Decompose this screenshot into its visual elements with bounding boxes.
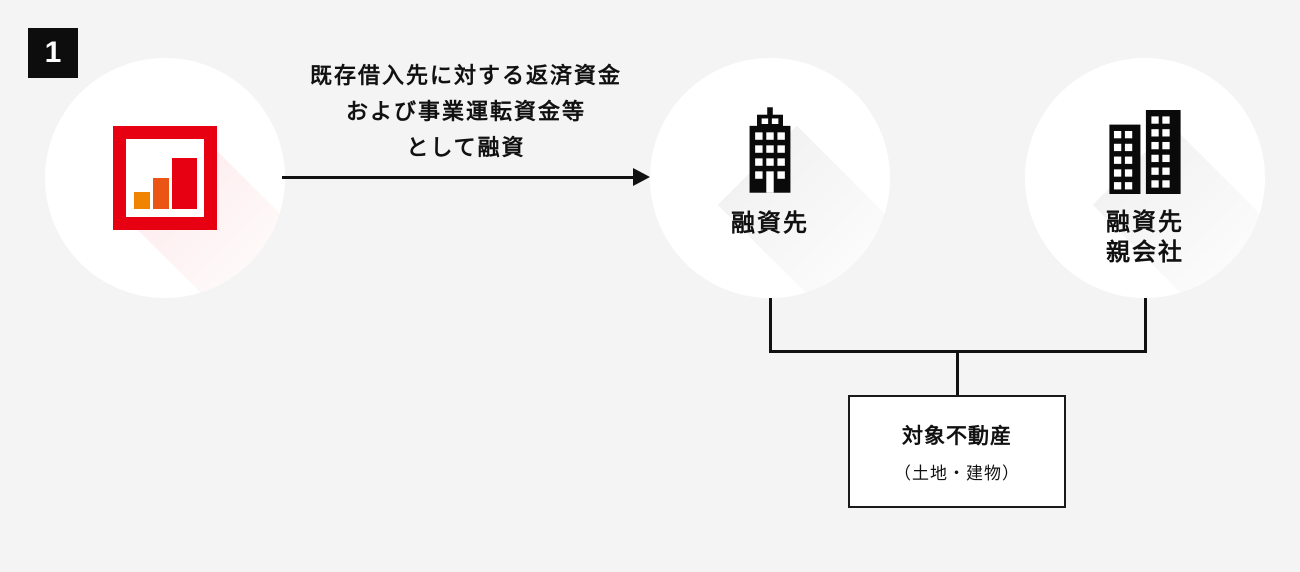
parent-company-node: 融資先 親会社 (1025, 58, 1265, 298)
loan-caption-line-3: として融資 (406, 135, 526, 160)
borrower-label: 融資先 (731, 210, 809, 237)
parent-label-line-1: 融資先 (1106, 209, 1184, 236)
twin-buildings-icon (1109, 110, 1181, 194)
property-title: 対象不動産 (902, 424, 1012, 448)
parent-label-line-2: 親会社 (1106, 239, 1184, 266)
loan-arrow-head (633, 168, 650, 186)
property-box: 対象不動産 （土地・建物） (848, 395, 1066, 508)
loan-arrow-line (282, 176, 634, 179)
bar-chart-logo-icon (113, 126, 217, 230)
step-number-badge: 1 (28, 28, 78, 78)
loan-caption-line-2: および事業運転資金等 (345, 99, 586, 124)
property-subtitle: （土地・建物） (894, 463, 1020, 483)
loan-caption-line-1: 既存借入先に対する返済資金 (309, 63, 622, 88)
lender-node (45, 58, 285, 298)
logo-bar-large (172, 158, 197, 209)
parent-company-label: 融資先 親会社 (1106, 208, 1184, 268)
connector-parent-down (1144, 298, 1147, 353)
logo-bar-small (134, 192, 150, 209)
logo-bar-medium (153, 178, 169, 209)
loan-arrow-caption: 既存借入先に対する返済資金 および事業運転資金等 として融資 (270, 58, 662, 166)
borrower-node: 融資先 (650, 58, 890, 298)
connector-borrower-down (769, 298, 772, 353)
office-building-icon (749, 107, 791, 193)
connector-to-property (956, 350, 959, 397)
